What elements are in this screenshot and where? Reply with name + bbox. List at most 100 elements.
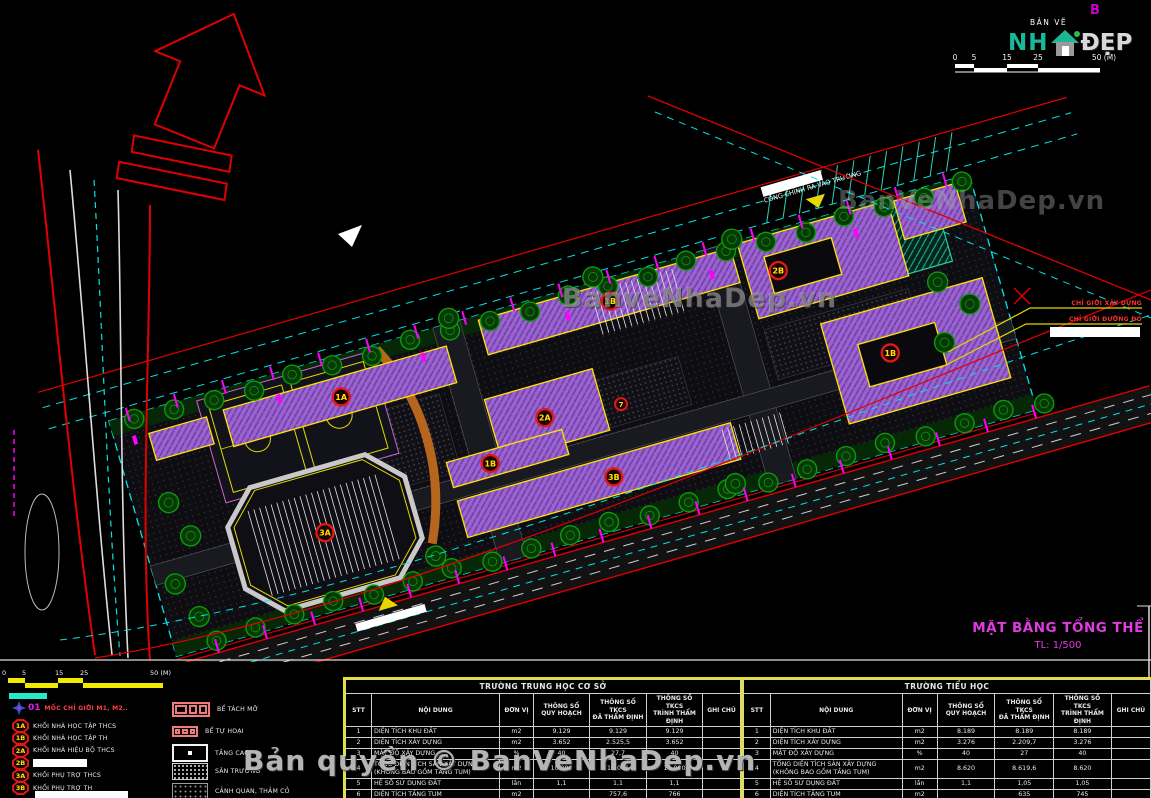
marker-label: MỐC CHỈ GIỚI M1, M2.. [44, 704, 129, 712]
table-cell: 40 [936, 748, 996, 760]
legend-scale-tick: 15 [55, 669, 64, 677]
legend-surface-item: TẦNG CAO [172, 744, 249, 762]
table-cell: DIỆN TÍCH KHU ĐẤT [371, 726, 500, 739]
watermark-center: BanveNhaDep.vn [562, 283, 838, 314]
table-cell: m2 [901, 758, 938, 779]
boundary-label-build: CHỈ GIỚI XÂY DỰNG [1071, 300, 1142, 307]
legend-surface-label: BỂ TỰ HOẠI [205, 728, 244, 735]
septic-tank-icon [172, 726, 198, 737]
table-cell [1110, 758, 1151, 779]
block-badge-icon: 1A [12, 719, 29, 733]
legend-item-label: KHỐI NHÀ HỌC TẬP THCS [33, 722, 117, 730]
legend-scale-tick: 0 [2, 669, 7, 677]
section-letter: B [1090, 3, 1100, 18]
legend-surface-item: BỂ TỰ HOẠI [172, 726, 244, 737]
column-header: THÔNG SỐ QUY HOẠCH [936, 693, 996, 728]
block-badge-icon: 3A [12, 768, 29, 783]
table-cell: 3.276 [936, 737, 996, 750]
block-badge-icon: 3B [12, 781, 29, 795]
logo-top-text: BẢN VẼ [1030, 18, 1068, 27]
table-cell: m2 [901, 737, 938, 750]
table-title-row: TRƯỜNG TRUNG HỌC CƠ SỞ [344, 678, 742, 695]
legend-scale-tick: 50 (M) [150, 669, 172, 677]
landscape-icon [172, 783, 208, 798]
house-icon [1050, 30, 1080, 56]
table-cell [1110, 726, 1151, 739]
column-header: THÔNG SỐ TKCS ĐÃ THẨM ĐỊNH [994, 693, 1055, 728]
block-badge-icon: 1B [12, 731, 29, 746]
school-yard-icon [172, 763, 208, 780]
badge-label: 3B [608, 473, 620, 482]
table-cell: 1,1 [589, 777, 647, 790]
drawing-scale: TL: 1/500 [1034, 640, 1082, 651]
table-cell [936, 788, 996, 798]
badge-label: 1B [884, 349, 896, 358]
table-cell: 635 [994, 788, 1055, 798]
table-cell: 6 [743, 788, 771, 798]
table-cell: 2.209,7 [994, 737, 1055, 750]
table-cell [1110, 777, 1151, 790]
table-cell: 8.189 [994, 726, 1055, 739]
table-cell [1110, 748, 1151, 760]
badge-label: 1B [484, 459, 496, 468]
column-header: ĐƠN VỊ [901, 693, 938, 728]
table-cell: 5 [345, 777, 372, 790]
boundary-label-redline: CHỈ GIỚI ĐƯỜNG ĐỎ [1068, 316, 1142, 323]
table-cell: lần [499, 777, 534, 790]
table-cell: lần [901, 777, 938, 790]
legend-surface-item: CẢNH QUAN, THẢM CỎ [172, 783, 290, 798]
legend-item: 1A KHỐI NHÀ HỌC TẬP THCS [12, 719, 117, 733]
column-header: ĐƠN VỊ [499, 693, 534, 728]
legend-item: 1B KHỐI NHÀ HỌC TẬP TH [12, 731, 108, 746]
table-cell: 1,1 [936, 777, 996, 790]
table-cell: 745 [1053, 788, 1112, 798]
legend-surface-label: TẦNG CAO [215, 749, 250, 757]
legend-item-label: KHỐI NHÀ HỌC TẬP TH [33, 734, 108, 742]
covered-text-bar [33, 759, 87, 768]
table-cell [701, 726, 742, 739]
column-header: STT [743, 693, 771, 728]
table-cell: DIỆN TÍCH TẦNG TUM [371, 788, 500, 798]
legend-scale-tick: 5 [22, 669, 27, 677]
table-cell [701, 777, 742, 790]
banvenhadep-logo: BẢN VẼ NH ĐẸP [1008, 18, 1150, 58]
table-cell: % [901, 748, 938, 760]
legend-surface-item: BỂ TÁCH MỠ [172, 702, 258, 717]
column-header: THÔNG SỐ TKCS TRÌNH THẨM ĐỊNH [646, 693, 703, 728]
table-cell: MẬT ĐỘ XÂY DỰNG [769, 748, 903, 760]
legend-item-label: KHỐI PHỤ TRỢ TH [33, 784, 93, 792]
covered-text-bar [35, 791, 128, 798]
table-cell: 8.620 [936, 758, 996, 779]
cyan-bar [9, 693, 47, 699]
table-cell: 1,05 [994, 777, 1055, 790]
drawing-title: MẶT BẰNG TỔNG THỂ [972, 620, 1144, 636]
column-header: THÔNG SỐ TKCS TRÌNH THẨM ĐỊNH [1053, 693, 1112, 728]
table-cell: DIỆN TÍCH TẦNG TUM [769, 788, 903, 798]
badge-label: 7 [619, 401, 624, 409]
column-header: GHI CHÚ [1110, 693, 1151, 728]
table-cell: 9.129 [533, 726, 590, 739]
table-cell [1110, 737, 1151, 750]
table-cell: 757,6 [589, 788, 647, 798]
legend-surface-label: CẢNH QUAN, THẢM CỎ [215, 787, 290, 795]
table-cell: 1 [743, 726, 771, 739]
logo-word-dep: ĐẸP [1080, 30, 1133, 56]
marker-number: 01 [28, 703, 41, 713]
legend-item: 3A KHỐI PHỤ TRỢ THCS [12, 768, 102, 783]
grease-tank-icon [172, 702, 210, 717]
watermark-right: BanVeNhaDep.vn [838, 186, 1106, 216]
table-cell: 8.619,6 [994, 758, 1055, 779]
table-cell [701, 748, 742, 760]
legend-marker-row: 01 MỐC CHỈ GIỚI M1, M2.. [12, 701, 129, 715]
legend-item: 2B [12, 756, 87, 771]
legend-item-label: KHỐI PHỤ TRỢ THCS [33, 772, 102, 780]
column-header: NỘI DUNG [769, 693, 903, 728]
